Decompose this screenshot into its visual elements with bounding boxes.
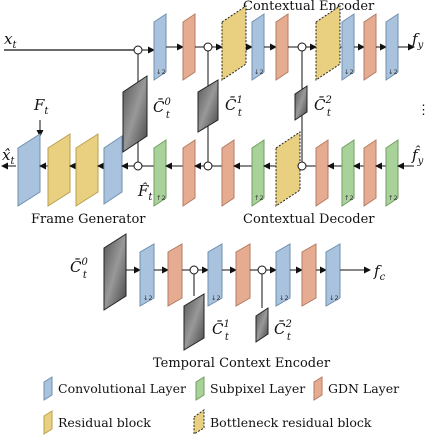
f-hat-y-label: f̂y: [411, 146, 424, 167]
encoder-gdn-3: [363, 13, 377, 81]
svg-text:C̄0t: C̄0t: [70, 257, 88, 281]
svg-text:C̄1t: C̄1t: [212, 319, 230, 343]
F-t-label: Ft: [33, 96, 49, 117]
concat-node-dec-2: [297, 161, 307, 171]
F-hat-t-label: F̂t: [137, 182, 153, 203]
svg-text:↓2: ↓2: [254, 68, 264, 76]
decoder-subpixel-1: ↑2: [153, 139, 167, 207]
concat-node-0: [133, 45, 143, 55]
decoder-subpixel-2: ↑2: [251, 139, 265, 207]
x-t-label: xt: [4, 30, 17, 51]
ellipsis: ⋮: [417, 103, 430, 118]
tce-conv-1: ↓2: [139, 243, 155, 307]
encoder-gdn-2: [275, 13, 289, 81]
svg-text:C̄0t: C̄0t: [153, 97, 171, 121]
encoder-conv-3: ↓2: [341, 13, 355, 81]
svg-text:↑2: ↑2: [344, 194, 354, 202]
encoder-bottleneck-1: [221, 5, 247, 81]
svg-text:↓2: ↓2: [156, 68, 166, 76]
temporal-context-encoder-title: Temporal Context Encoder: [153, 356, 331, 371]
svg-text:Convolutional Layer: Convolutional Layer: [58, 381, 186, 396]
svg-text:↓2: ↓2: [211, 294, 221, 302]
svg-text:Residual block: Residual block: [58, 415, 151, 430]
concat-node-dec-1: [203, 161, 213, 171]
tce-branch-1: [189, 265, 199, 275]
svg-text:↓2: ↓2: [329, 294, 339, 302]
tce-conv-2: ↓2: [207, 243, 223, 307]
decoder-gdn-3: [315, 139, 329, 207]
svg-text:↑2: ↑2: [156, 194, 166, 202]
x-hat-t-label: x̂t: [2, 146, 15, 167]
decoder-subpixel-4: ↑2: [385, 139, 399, 207]
encoder-conv-1: ↓2: [153, 13, 167, 81]
fg-conv-1: [17, 133, 41, 207]
fg-conv-2: [103, 135, 123, 205]
decoder-gdn-4: [363, 139, 377, 207]
encoder-conv-4: ↓2: [385, 13, 399, 81]
legend: Convolutional Layer Subpixel Layer GDN L…: [43, 376, 399, 435]
svg-text:C̄2t: C̄2t: [274, 319, 292, 343]
decoder-bottleneck-1: [275, 131, 301, 207]
legend-subpixel: Subpixel Layer: [195, 376, 305, 401]
legend-bottleneck: Bottleneck residual block: [193, 409, 372, 435]
encoder-gdn-1: [182, 13, 196, 81]
svg-text:↓2: ↓2: [344, 68, 354, 76]
legend-residual: Residual block: [43, 410, 151, 435]
concat-node-dec-0: [133, 161, 143, 171]
f-y-label: fy: [411, 30, 424, 51]
legend-gdn: GDN Layer: [313, 376, 399, 401]
contextual-encoder-title: Contextual Encoder: [243, 0, 375, 14]
encoder-bottleneck-2: [315, 5, 341, 81]
svg-text:GDN Layer: GDN Layer: [328, 381, 399, 396]
fg-residual-1: [47, 133, 71, 207]
tce-gdn-1: [167, 243, 183, 307]
svg-text:Subpixel Layer: Subpixel Layer: [210, 381, 305, 396]
concat-node-2: [297, 42, 307, 52]
concat-node-1: [203, 42, 213, 52]
tce-gdn-2: [235, 243, 251, 307]
svg-text:↑2: ↑2: [254, 194, 264, 202]
tce-gdn-3: [301, 243, 317, 307]
svg-text:C̄1t: C̄1t: [225, 95, 243, 119]
svg-text:Bottleneck residual block: Bottleneck residual block: [210, 415, 372, 430]
decoder-subpixel-3: ↑2: [341, 139, 355, 207]
frame-generator-title: Frame Generator: [31, 212, 146, 227]
svg-text:↓2: ↓2: [143, 294, 153, 302]
legend-conv: Convolutional Layer: [43, 376, 186, 401]
svg-text:↑2: ↑2: [388, 194, 398, 202]
svg-text:↓2: ↓2: [388, 68, 398, 76]
svg-text:↓2: ↓2: [279, 294, 289, 302]
tce-conv-4: ↓2: [325, 243, 341, 307]
tce-conv-3: ↓2: [275, 243, 291, 307]
decoder-gdn-2: [221, 139, 235, 207]
f-c-label: fc: [373, 262, 386, 283]
encoder-conv-2: ↓2: [251, 13, 265, 81]
fg-residual-2: [75, 133, 99, 207]
decoder-gdn-1: [182, 139, 196, 207]
tce-branch-2: [257, 265, 267, 275]
svg-text:C̄2t: C̄2t: [314, 95, 332, 119]
contextual-decoder-title: Contextual Decoder: [243, 212, 375, 227]
